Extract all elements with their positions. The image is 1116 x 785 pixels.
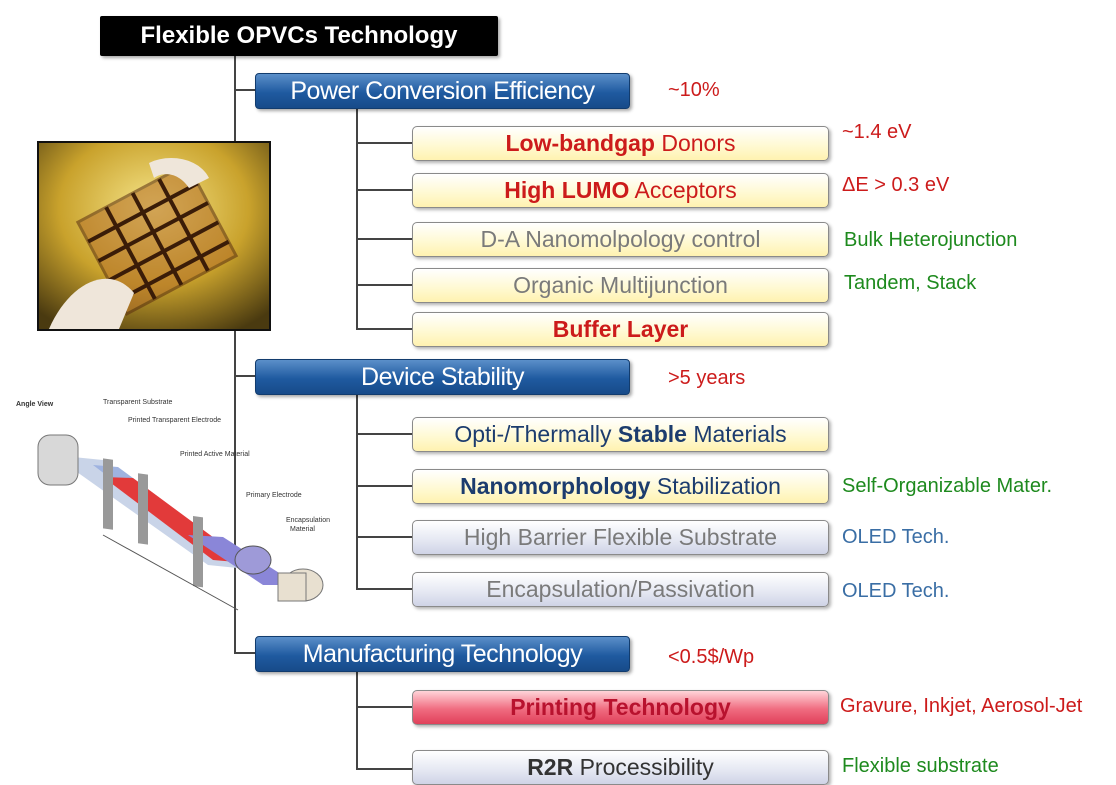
node-da-nanomolpology: D-A Nanomolpology control bbox=[412, 222, 829, 257]
node-note: Tandem, Stack bbox=[844, 272, 977, 294]
node-note: ~1.4 eV bbox=[842, 121, 912, 143]
node-text: D-A Nanomolpology control bbox=[480, 226, 761, 252]
node-note: OLED Tech. bbox=[842, 580, 950, 602]
node-buffer-layer: Buffer Layer bbox=[412, 312, 829, 347]
sub-trunk-line bbox=[356, 107, 358, 329]
node-note: Gravure, Inkjet, Aerosol-Jet bbox=[840, 695, 1083, 717]
node-bold-text: Buffer Layer bbox=[552, 316, 689, 342]
sub-branch-line bbox=[356, 238, 412, 240]
node-note: OLED Tech. bbox=[842, 526, 950, 548]
sub-branch-line bbox=[356, 142, 412, 144]
sub-branch-line bbox=[356, 328, 412, 330]
node-organic-multijunction: Organic Multijunction bbox=[412, 268, 829, 303]
label-transparent-substrate: Transparent Substrate bbox=[103, 399, 173, 406]
node-text: High Barrier Flexible Substrate bbox=[463, 524, 778, 550]
node-text: Donors bbox=[654, 130, 736, 156]
sub-branch-line bbox=[356, 284, 412, 286]
label-encapsulation: Encapsulation bbox=[286, 517, 330, 524]
node-bold-text: Low-bandgap bbox=[505, 130, 655, 156]
node-note: Self-Organizable Mater. bbox=[842, 475, 1053, 497]
node-encapsulation-passivation: Encapsulation/Passivation bbox=[412, 572, 829, 607]
node-bold-text: Printing Technology bbox=[510, 694, 731, 720]
diagram-title: Flexible OPVCs Technology bbox=[100, 16, 498, 56]
label-angle-view: Angle View bbox=[16, 401, 54, 408]
node-bold-text: R2R bbox=[527, 754, 574, 780]
category-note: >5 years bbox=[668, 367, 746, 389]
node-stable-materials: Opti-/Thermally Stable Materials bbox=[412, 417, 829, 452]
node-text: Opti-/Thermally bbox=[454, 421, 618, 447]
node-text: Organic Multijunction bbox=[513, 272, 728, 298]
node-text: Encapsulation/Passivation bbox=[486, 576, 755, 602]
category-manufacturing-technology: Manufacturing Technology bbox=[255, 636, 630, 672]
sub-branch-line bbox=[356, 536, 412, 538]
node-text: Acceptors bbox=[629, 177, 737, 203]
node-bold-text: Nanomorphology bbox=[460, 473, 651, 499]
node-note: ΔE > 0.3 eV bbox=[842, 174, 950, 196]
branch-line bbox=[234, 375, 256, 377]
category-note: ~10% bbox=[668, 79, 720, 101]
node-high-lumo-acceptors: High LUMO Acceptors bbox=[412, 173, 829, 208]
node-r2r-processibility: R2R Processibility bbox=[412, 750, 829, 785]
node-bold-text: High LUMO bbox=[504, 177, 630, 203]
r2r-process-illustration: Angle View Transparent Substrate Printed… bbox=[8, 395, 353, 620]
category-power-conversion-efficiency: Power Conversion Efficiency bbox=[255, 73, 630, 109]
flexible-cell-illustration bbox=[39, 143, 269, 329]
node-nanomorphology-stabilization: Nanomorphology Stabilization bbox=[412, 469, 829, 504]
node-high-barrier-substrate: High Barrier Flexible Substrate bbox=[412, 520, 829, 555]
category-note: <0.5$/Wp bbox=[668, 646, 755, 668]
r2r-diagram-graphic bbox=[37, 434, 324, 611]
node-bold-text: Stable bbox=[617, 421, 687, 447]
label-encapsulation-material: Material bbox=[290, 526, 315, 533]
node-low-bandgap-donors: Low-bandgap Donors bbox=[412, 126, 829, 161]
branch-line bbox=[234, 652, 256, 654]
sub-branch-line bbox=[356, 706, 412, 708]
sub-branch-line bbox=[356, 588, 412, 590]
flexible-cell-photo bbox=[37, 141, 271, 331]
branch-line bbox=[234, 89, 256, 91]
sub-trunk-line bbox=[356, 670, 358, 770]
node-note: Flexible substrate bbox=[842, 755, 999, 777]
node-text: Materials bbox=[686, 421, 787, 447]
sub-branch-line bbox=[356, 433, 412, 435]
category-device-stability: Device Stability bbox=[255, 359, 630, 395]
sub-branch-line bbox=[356, 485, 412, 487]
node-printing-technology: Printing Technology bbox=[412, 690, 829, 725]
node-note: Bulk Heterojunction bbox=[844, 229, 1018, 251]
sub-branch-line bbox=[356, 768, 412, 770]
sub-trunk-line bbox=[356, 393, 358, 589]
label-primary-electrode: Primary Electrode bbox=[246, 492, 302, 499]
node-text: Processibility bbox=[573, 754, 714, 780]
sub-branch-line bbox=[356, 189, 412, 191]
label-printed-active-material: Printed Active Material bbox=[180, 451, 250, 458]
label-printed-transparent-electrode: Printed Transparent Electrode bbox=[128, 417, 221, 424]
main-trunk-line bbox=[234, 56, 236, 653]
node-text: Stabilization bbox=[650, 473, 781, 499]
